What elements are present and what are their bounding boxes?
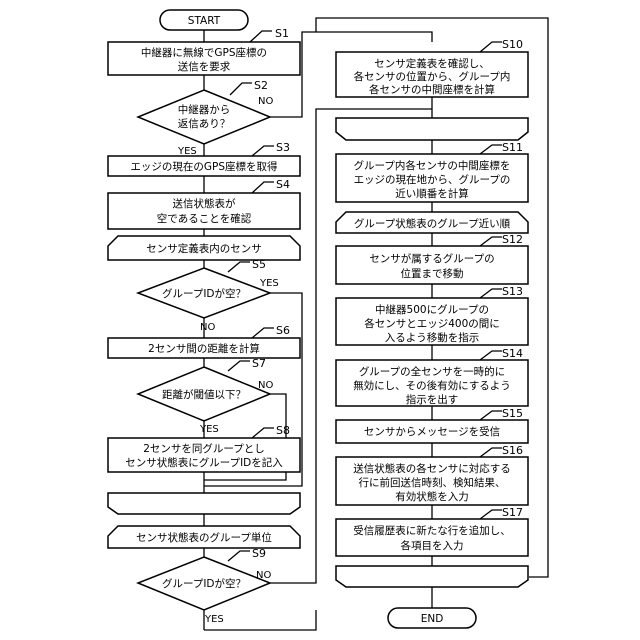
s15-text: センサからメッセージを受信 [364, 426, 500, 438]
s13-line-3: 入るよう移動を指示 [385, 331, 480, 344]
s4-line-1: 送信状態表が [173, 197, 236, 210]
end-text: END [421, 613, 444, 625]
loop2-start: センサ状態表のグループ単位 [108, 526, 300, 548]
s13-line-1: 中継器500にグループの [375, 303, 489, 316]
s8-line-2: センサ状態表にグループIDを記入 [125, 456, 283, 469]
loop1-end [108, 493, 300, 514]
s14-line-2: 無効にし、その後有効にするよう [353, 379, 511, 392]
s17-label: S17 [502, 506, 523, 519]
start-terminal: START [160, 10, 248, 30]
s1-line-2: 送信を要求 [178, 60, 231, 73]
s7-no: NO [258, 380, 273, 391]
s2-no: NO [258, 96, 273, 107]
start-text: START [188, 15, 221, 27]
s7-label: S7 [252, 357, 266, 370]
s13-label: S13 [502, 285, 523, 298]
s11-line-1: グループ内各センサの中間座標を [354, 159, 511, 172]
s9-yes: YES [204, 614, 224, 625]
s16-line-2: 行に前回送信時刻、検知結果、 [359, 476, 506, 489]
s5-yes: YES [259, 278, 279, 289]
s8-line-1: 2センサを同グループとし [143, 442, 265, 455]
loop3-end [336, 566, 528, 587]
s4-line-2: 空であることを確認 [157, 212, 252, 225]
decision-s2: 中継器から 返信あり？ S2 NO YES [138, 79, 273, 157]
s2-line-1: 中継器から [178, 103, 231, 116]
s13-line-2: 各センサとエッジ400の間に [364, 317, 500, 330]
loop3-start-text: グループ状態表のグループ近い順 [354, 217, 511, 230]
loop1-start: センサ定義表内のセンサ [108, 236, 300, 260]
decision-s9: グループIDが空？ S9 NO YES [138, 547, 271, 625]
end-terminal: END [388, 608, 476, 628]
s1-label: S1 [275, 27, 289, 40]
s7-text: 距離が閾値以下？ [162, 388, 246, 401]
s9-text: グループIDが空？ [162, 577, 246, 590]
s16-line-1: 送信状態表の各センサに対応する [353, 462, 511, 475]
s15-label: S15 [502, 407, 523, 420]
s17-line-1: 受信履歴表に新たな行を追加し、 [353, 524, 511, 537]
loop1-start-text: センサ定義表内のセンサ [146, 242, 262, 255]
s17-line-2: 各項目を入力 [401, 539, 464, 552]
s9-no: NO [256, 570, 271, 581]
s12-line-1: センサが属するグループの [369, 252, 494, 265]
s5-no: NO [200, 322, 215, 333]
s6-label: S6 [276, 324, 290, 337]
s10-line-3: 各センサの中間座標を計算 [369, 83, 495, 96]
s5-text: グループIDが空？ [162, 287, 246, 300]
decision-s7: 距離が閾値以下？ S7 NO YES [138, 357, 273, 435]
loop2-start-text: センサ状態表のグループ単位 [136, 531, 272, 544]
loop3-start: グループ状態表のグループ近い順 [336, 212, 528, 233]
s14-label: S14 [502, 347, 523, 360]
s5-label: S5 [252, 258, 266, 271]
s3-text: エッジの現在のGPS座標を取得 [130, 160, 277, 173]
s2-line-2: 返信あり？ [178, 118, 231, 130]
s4-label: S4 [276, 178, 290, 191]
s1-line-1: 中継器に無線でGPS座標の [141, 46, 267, 59]
s3-label: S3 [276, 141, 290, 154]
s11-line-2: エッジの現在地から、グループの [354, 173, 511, 186]
s14-line-3: 指示を出す [406, 393, 459, 406]
s12-label: S12 [502, 233, 523, 246]
loop2-end [336, 118, 528, 140]
s14-line-1: グループの全センサを一時的に [359, 365, 505, 378]
s6-text: 2センサ間の距離を計算 [148, 342, 260, 355]
s10-line-2: 各センサの位置から、グループ内 [354, 70, 511, 83]
s7-yes: YES [199, 424, 219, 435]
s2-label: S2 [254, 79, 268, 92]
s10-label: S10 [502, 38, 523, 51]
step-s10: センサ定義表を確認し、 各センサの位置から、グループ内 各センサの中間座標を計算… [336, 38, 528, 97]
s8-label: S8 [276, 424, 290, 437]
s11-line-3: 近い順番を計算 [395, 187, 469, 200]
s11-label: S11 [502, 141, 523, 154]
s9-label: S9 [252, 547, 266, 560]
s12-line-2: 位置まで移動 [401, 267, 464, 280]
s10-line-1: センサ定義表を確認し、 [374, 57, 490, 70]
decision-s5: グループIDが空？ S5 YES NO [138, 258, 279, 333]
s16-label: S16 [502, 444, 523, 457]
s16-line-3: 有効状態を入力 [395, 490, 469, 503]
